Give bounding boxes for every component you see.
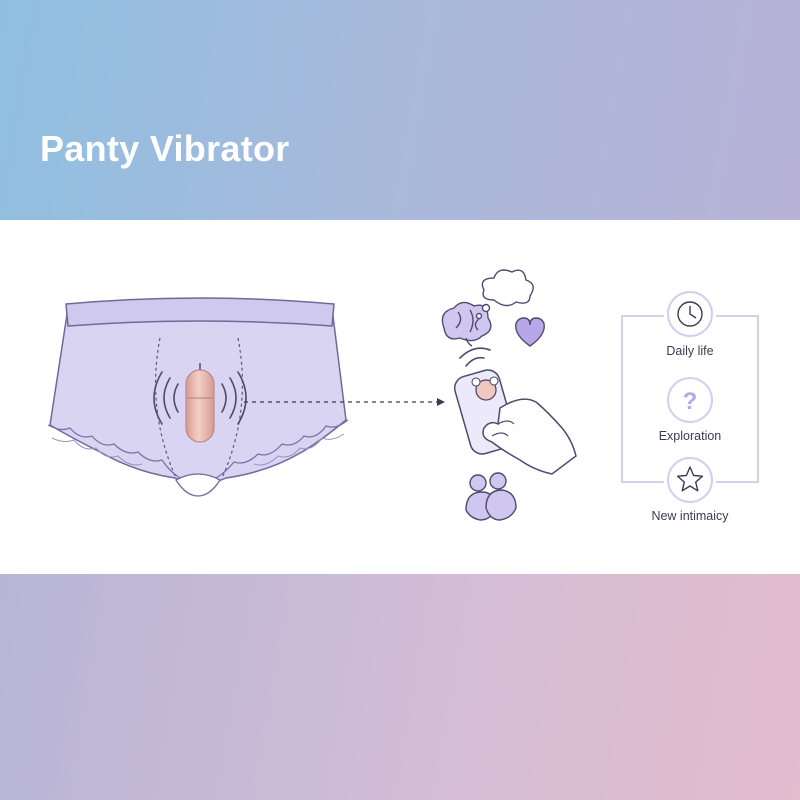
heart-icon (515, 317, 545, 347)
page-title: Panty Vibrator (40, 128, 290, 169)
connector-arrow (244, 398, 445, 406)
benefit-label-daily-life: Daily life (666, 344, 714, 358)
star-icon (667, 457, 713, 503)
waistband (65, 297, 335, 327)
svg-text:?: ? (683, 388, 698, 415)
bullet-vibrator (185, 363, 215, 443)
remote-control-icon (453, 369, 577, 475)
clock-icon (667, 291, 713, 337)
lace-trim-right (215, 419, 349, 479)
signal-waves-icon (459, 347, 491, 367)
footer-banner (0, 574, 800, 800)
lace-trim-left (47, 424, 181, 479)
couple-icon (465, 472, 517, 521)
question-mark-icon: ? (667, 377, 713, 423)
brain-icon (441, 301, 492, 347)
gusset (175, 473, 221, 497)
benefit-label-exploration: Exploration (658, 429, 722, 443)
thought-cloud-icon (475, 269, 534, 320)
benefit-label-new-intimacy: New intimaicy (651, 509, 729, 523)
header-banner (0, 0, 800, 220)
vibration-waves-icon (153, 371, 247, 425)
benefits-bracket (621, 315, 759, 483)
